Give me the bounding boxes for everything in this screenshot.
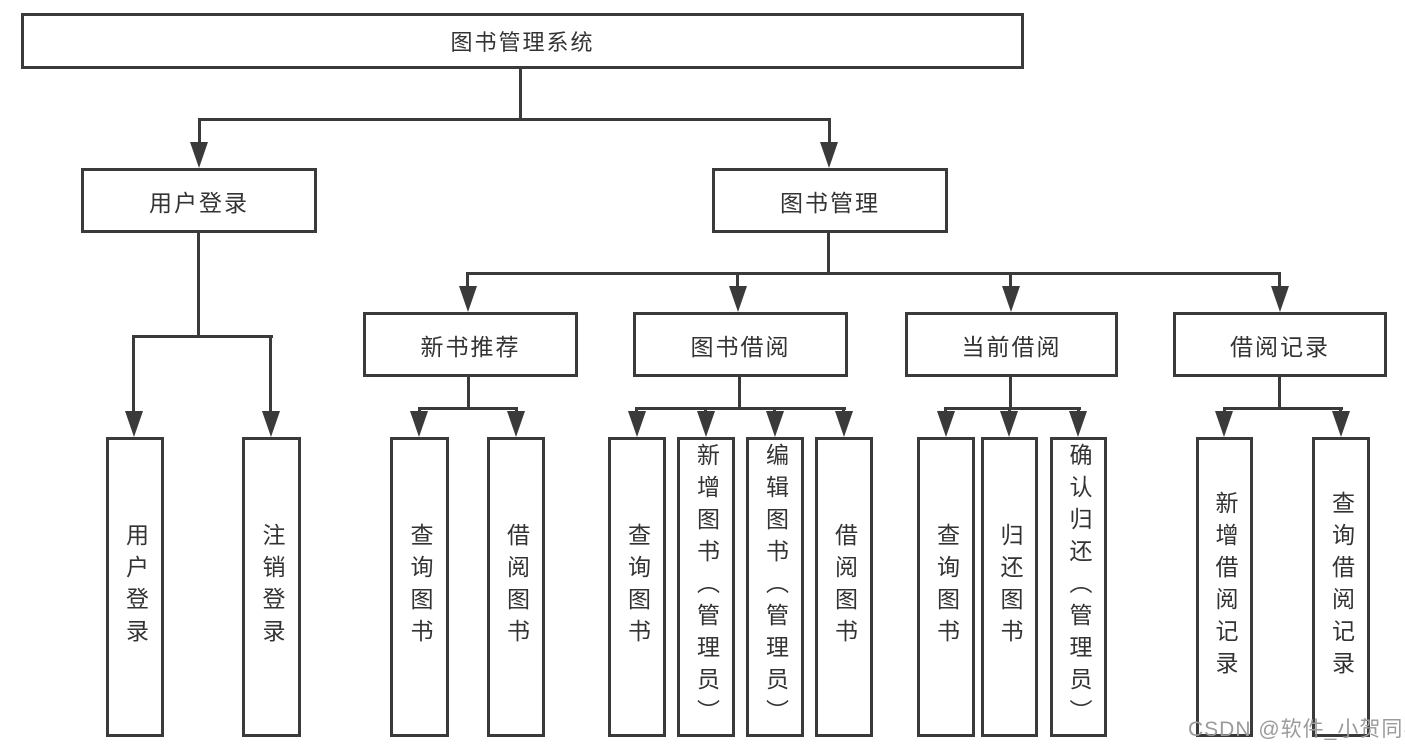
- node-label: 新增图书（管理员）: [693, 443, 720, 731]
- arrowhead-down-icon: [410, 411, 428, 437]
- node-label: 查询图书: [624, 523, 651, 651]
- node-label: 借阅图书: [831, 523, 858, 651]
- node-label: 借阅图书: [503, 523, 530, 651]
- leaf-edit-books-admin: 编辑图书（管理员）: [746, 437, 804, 737]
- node-label: 编辑图书（管理员）: [762, 443, 789, 731]
- node-label: 查询借阅记录: [1328, 491, 1355, 683]
- leaf-add-borrow-record: 新增借阅记录: [1196, 437, 1253, 737]
- node-label: 当前借阅: [961, 333, 1062, 360]
- connector-line: [418, 407, 518, 410]
- node-label: 确认归还（管理员）: [1066, 443, 1092, 731]
- node-current-borrowing: 当前借阅: [905, 312, 1118, 377]
- connector-line: [1278, 377, 1281, 410]
- node-new-book-recommendation: 新书推荐: [363, 312, 578, 377]
- connector-line: [466, 272, 1281, 275]
- arrowhead-down-icon: [729, 286, 747, 312]
- connector-line: [467, 377, 470, 410]
- csdn-watermark: CSDN @软件_小贺同学: [1188, 718, 1405, 741]
- arrowhead-down-icon: [1332, 411, 1350, 437]
- connector-line: [132, 335, 273, 338]
- arrowhead-down-icon: [1069, 411, 1087, 437]
- node-label: 归还图书: [997, 523, 1023, 651]
- leaf-borrow-books: 借阅图书: [815, 437, 873, 737]
- node-label: 借阅记录: [1230, 333, 1330, 360]
- leaf-add-books-admin: 新增图书（管理员）: [677, 437, 735, 737]
- arrowhead-down-icon: [628, 411, 646, 437]
- arrowhead-down-icon: [190, 142, 208, 168]
- connector-line: [197, 232, 200, 338]
- connector-line: [1278, 272, 1281, 290]
- connector-line: [944, 407, 1081, 410]
- arrowhead-down-icon: [766, 411, 784, 437]
- node-label: 用户登录: [149, 189, 249, 216]
- arrowhead-down-icon: [835, 411, 853, 437]
- node-label: 查询图书: [933, 523, 960, 651]
- connector-line: [1009, 272, 1012, 290]
- node-label: 图书管理: [780, 189, 880, 216]
- connector-line: [738, 377, 741, 410]
- arrowhead-down-icon: [459, 286, 477, 312]
- leaf-query-books: 查询图书: [390, 437, 449, 737]
- connector-line: [132, 335, 135, 413]
- connector-line: [269, 335, 272, 413]
- leaf-query-books: 查询图书: [608, 437, 666, 737]
- node-label: 用户登录: [122, 523, 149, 651]
- connector-line: [635, 407, 846, 410]
- connector-line: [736, 272, 739, 290]
- arrowhead-down-icon: [507, 411, 525, 437]
- node-label: 新书推荐: [420, 333, 521, 360]
- node-label: 注销登录: [259, 523, 285, 651]
- connector-line: [828, 118, 831, 146]
- node-library-management-system: 图书管理系统: [21, 13, 1024, 69]
- node-label: 图书管理系统: [450, 30, 595, 55]
- node-label: 新增借阅记录: [1212, 491, 1238, 683]
- node-book-management: 图书管理: [712, 168, 948, 233]
- leaf-query-borrow-record: 查询借阅记录: [1312, 437, 1370, 737]
- connector-line: [198, 118, 831, 121]
- leaf-confirm-return-admin: 确认归还（管理员）: [1050, 437, 1107, 737]
- leaf-borrow-books: 借阅图书: [487, 437, 545, 737]
- arrowhead-down-icon: [125, 411, 143, 437]
- leaf-user-login: 用户登录: [106, 437, 164, 737]
- arrowhead-down-icon: [1002, 286, 1020, 312]
- node-user-login: 用户登录: [81, 168, 317, 233]
- connector-line: [198, 118, 201, 146]
- arrowhead-down-icon: [697, 411, 715, 437]
- arrowhead-down-icon: [937, 411, 955, 437]
- arrowhead-down-icon: [1215, 411, 1233, 437]
- connector-line: [827, 233, 830, 275]
- arrowhead-down-icon: [262, 411, 280, 437]
- arrowhead-down-icon: [1000, 411, 1018, 437]
- leaf-logout: 注销登录: [242, 437, 301, 737]
- connector-line: [1009, 377, 1012, 410]
- leaf-query-books: 查询图书: [917, 437, 975, 737]
- connector-line: [466, 272, 469, 290]
- connector-line: [519, 69, 522, 121]
- connector-line: [1223, 407, 1343, 410]
- node-label: 图书借阅: [690, 333, 791, 360]
- node-borrowing-records: 借阅记录: [1173, 312, 1387, 377]
- arrowhead-down-icon: [820, 142, 838, 168]
- node-book-borrowing: 图书借阅: [633, 312, 848, 377]
- arrowhead-down-icon: [1271, 286, 1289, 312]
- leaf-return-books: 归还图书: [981, 437, 1038, 737]
- node-label: 查询图书: [407, 523, 433, 651]
